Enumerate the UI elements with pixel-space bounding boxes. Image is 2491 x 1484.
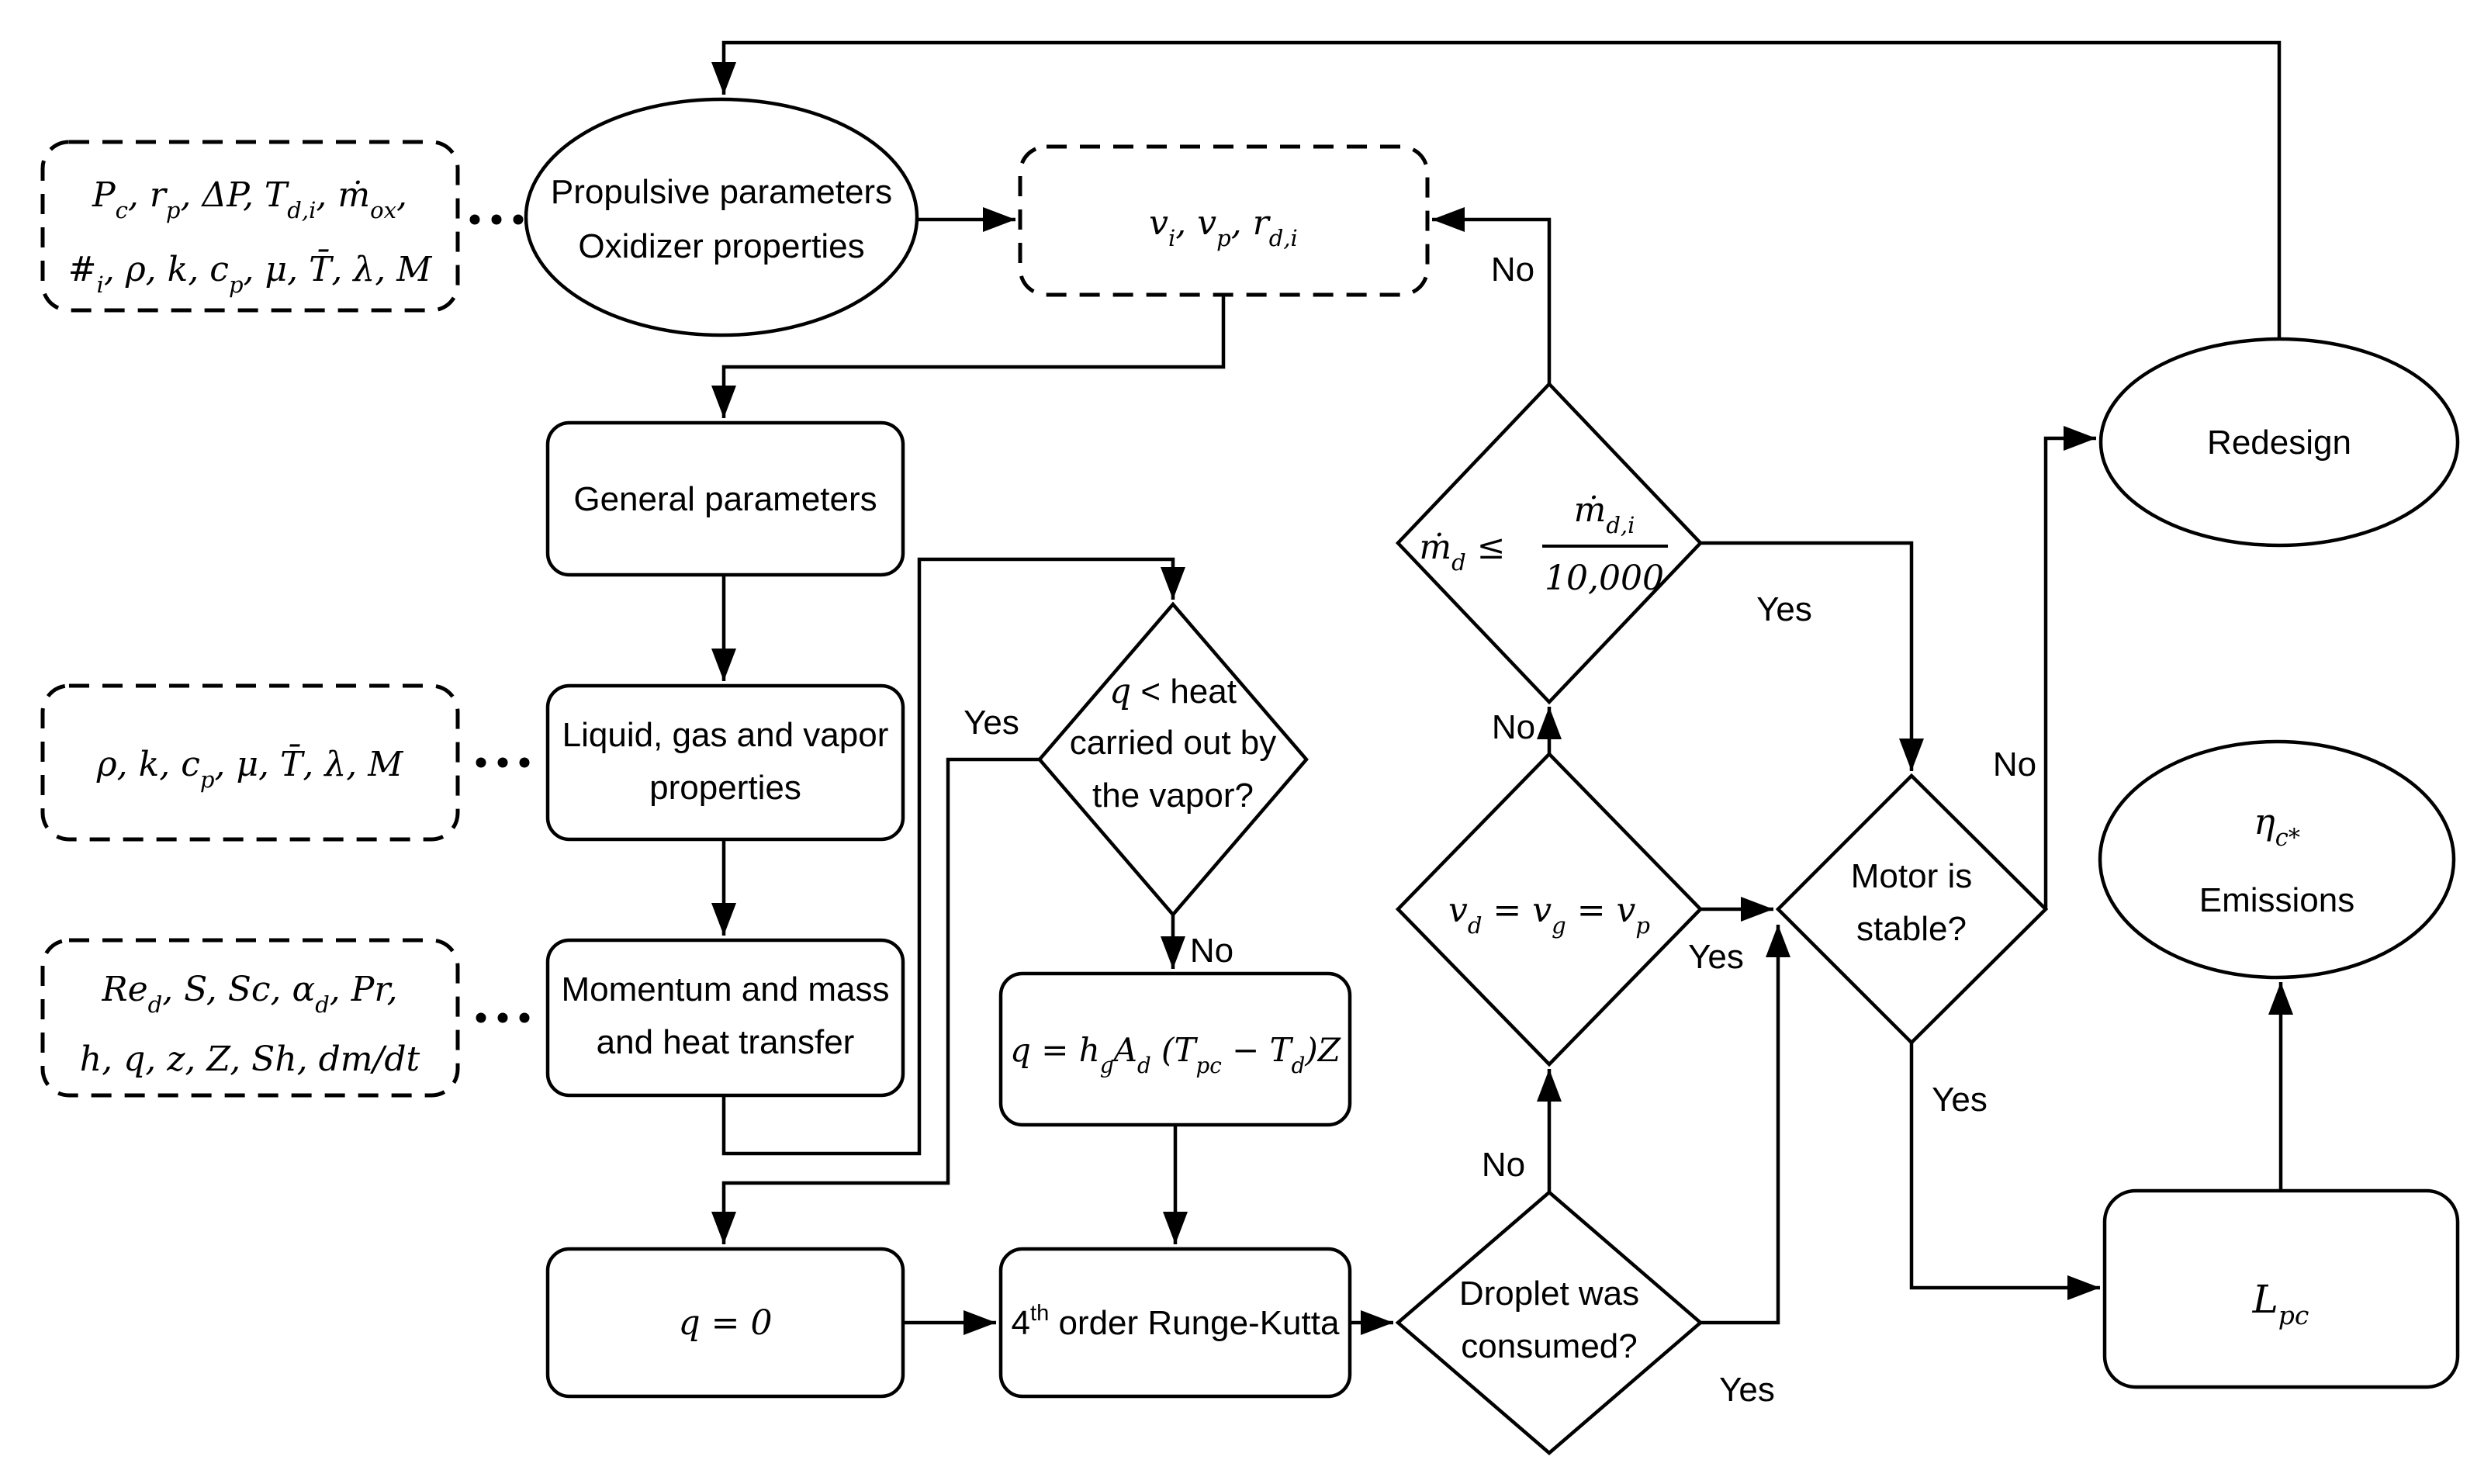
dotted-connector-transfer xyxy=(476,1012,530,1023)
redesign-label: Redesign xyxy=(2207,424,2351,462)
node-performance: ηc* Emissions xyxy=(2098,739,2456,980)
propulsive-params-line2: Oxidizer properties xyxy=(578,227,864,265)
node-mdot-check: ṁd ≤ ṁd,i 10,000 xyxy=(1395,381,1704,705)
node-propulsive-params: Propulsive parameters Oxidizer propertie… xyxy=(524,97,919,337)
liquid-gas-vapor-line1: Liquid, gas and vapor xyxy=(562,716,889,754)
dotted-connector-propulsive xyxy=(469,214,524,225)
edge-label-mdot-no: No xyxy=(1491,251,1534,289)
node-general-params: General parameters xyxy=(545,420,905,577)
edge-label-qheat-no: No xyxy=(1190,932,1233,970)
edge-qheat-yes-to-qzero xyxy=(711,757,1040,1244)
q-zero-label: q = 0 xyxy=(679,1303,773,1343)
edge-label-motor-yes: Yes xyxy=(1932,1081,1988,1119)
edge-label-vel-yes: Yes xyxy=(1688,938,1744,976)
edge-label-motor-no: No xyxy=(1993,745,2036,784)
edges xyxy=(711,40,2293,1335)
performance-line2: Emissions xyxy=(2199,881,2355,919)
node-inputs-transfer: Red, S, Sc, αd, Pr, h, q, z, Z, Sh, dm/d… xyxy=(40,938,460,1098)
momentum-transfer-line2: and heat transfer xyxy=(597,1023,855,1061)
edge-motor-yes-to-lpc xyxy=(1909,1043,2100,1300)
edge-label-mdot-yes: Yes xyxy=(1756,590,1812,628)
mdot-check-lhs: ṁd ≤ xyxy=(1419,528,1505,576)
edge-label-droplet-yes: Yes xyxy=(1719,1371,1775,1409)
node-liquid-gas-vapor: Liquid, gas and vapor properties xyxy=(545,683,905,842)
edge-mdot-yes-to-motor xyxy=(1700,541,1924,771)
initial-velocities-label: vi, vp, rd,i xyxy=(1149,203,1298,251)
node-inputs-propulsive: Pc, rp, ΔP, Td,i, ṁox, #i, ρ, k, cp, μ, … xyxy=(40,140,460,313)
dotted-connector-properties xyxy=(476,757,530,768)
node-motor-stable: Motor is stable? xyxy=(1775,773,2049,1046)
edge-label-qheat-yes: Yes xyxy=(964,704,1019,742)
node-droplet-consumed: Droplet was consumed? xyxy=(1395,1190,1704,1455)
inputs-transfer-line2: h, q, z, Z, Sh, dm/dt xyxy=(80,1039,420,1079)
momentum-transfer-line1: Momentum and mass xyxy=(561,970,889,1008)
edge-labels: No Yes No Yes Yes No No Yes Yes No xyxy=(964,251,2036,1409)
q-heat-check-line2: carried out by xyxy=(1070,724,1277,762)
edge-droplet-yes-to-motor xyxy=(1700,925,1790,1325)
node-q-zero: q = 0 xyxy=(545,1247,905,1399)
edge-label-droplet-no: No xyxy=(1482,1146,1525,1184)
runge-kutta-label: 4th order Runge-Kutta xyxy=(1012,1301,1340,1342)
mdot-check-numerator: ṁd,i xyxy=(1574,490,1635,538)
inputs-propulsive-line2: #i, ρ, k, cp, μ, T̄, λ, M xyxy=(68,248,433,298)
edge-redesign-to-propulsive xyxy=(711,40,2282,339)
inputs-propulsive-line1: Pc, rp, ΔP, Td,i, ṁox, xyxy=(92,175,407,223)
node-q-heat-check: q < heat carried out by the vapor? xyxy=(1037,601,1309,918)
node-momentum-transfer: Momentum and mass and heat transfer xyxy=(545,938,905,1098)
node-q-formula: q = hgAd (Tpc − Td)Z xyxy=(998,971,1352,1127)
liquid-gas-vapor-line2: properties xyxy=(649,769,801,807)
edge-velocities-to-general xyxy=(711,295,1226,418)
edge-motor-no-to-redesign xyxy=(2043,426,2096,909)
q-heat-check-line3: the vapor? xyxy=(1092,777,1254,815)
edge-label-vel-no: No xyxy=(1492,708,1535,746)
node-redesign: Redesign xyxy=(2098,337,2460,548)
motor-stable-line2: stable? xyxy=(1856,910,1967,948)
motor-stable-line1: Motor is xyxy=(1851,857,1972,895)
performance-line1: ηc* xyxy=(2254,801,2300,852)
node-runge-kutta: 4th order Runge-Kutta xyxy=(998,1247,1352,1399)
node-inputs-properties: ρ, k, cp, μ, T̄, λ, M xyxy=(40,683,460,842)
droplet-consumed-line1: Droplet was xyxy=(1459,1275,1639,1313)
node-velocity-check: vd = vg = vp xyxy=(1395,751,1704,1067)
velocity-check-label: vd = vg = vp xyxy=(1448,891,1650,939)
inputs-transfer-line1: Red, S, Sc, αd, Pr, xyxy=(101,970,397,1018)
node-lpc: Lpc xyxy=(2102,1188,2460,1389)
inputs-properties-label: ρ, k, cp, μ, T̄, λ, M xyxy=(96,743,403,793)
edge-momentum-to-qheat xyxy=(721,557,1185,1156)
q-heat-check-line1: q < heat xyxy=(1109,672,1237,711)
general-params-label: General parameters xyxy=(573,480,877,518)
lpc-label: Lpc xyxy=(2252,1277,2309,1330)
mdot-check-denominator: 10,000 xyxy=(1545,559,1664,598)
edge-mdot-no-to-velocities xyxy=(1432,207,1552,384)
node-initial-velocities: vi, vp, rd,i xyxy=(1018,144,1430,297)
droplet-consumed-line2: consumed? xyxy=(1461,1327,1637,1365)
propulsive-params-line1: Propulsive parameters xyxy=(551,173,892,211)
q-formula-label: q = hgAd (Tpc − Td)Z xyxy=(1010,1031,1341,1078)
